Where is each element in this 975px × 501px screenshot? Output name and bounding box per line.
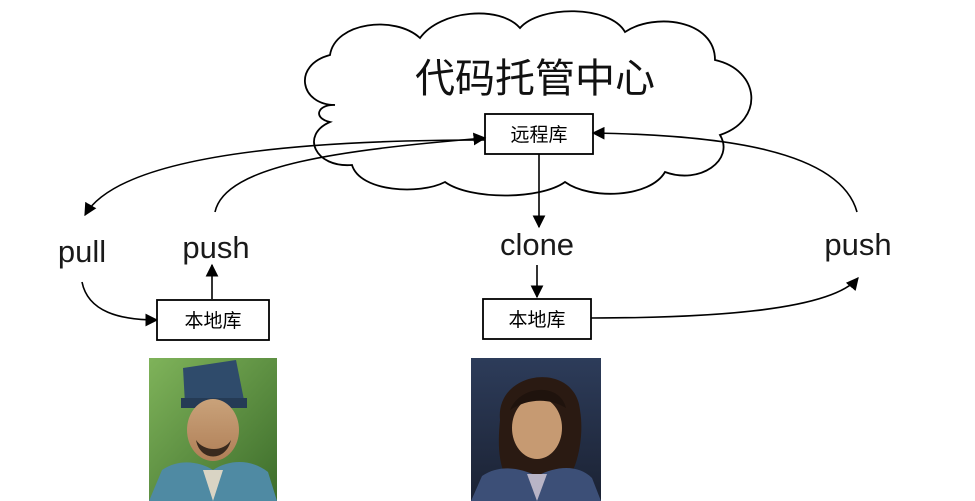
push-right-arrow (591, 126, 858, 213)
right-local-repo-label: 本地库 (508, 309, 565, 331)
person-left-image (149, 358, 277, 501)
local-to-push-right-arrow (590, 277, 859, 319)
person-right-image (471, 358, 601, 501)
remote-repo-node: 远程库 (484, 113, 594, 155)
right-local-repo-node: 本地库 (482, 298, 592, 340)
pull-arrow (84, 139, 486, 217)
push-left-arrow (214, 132, 487, 213)
left-local-repo-label: 本地库 (184, 310, 241, 332)
hosting-center-title: 代码托管中心 (415, 56, 655, 102)
push-left-label: push (182, 230, 249, 265)
left-local-repo-node: 本地库 (156, 299, 270, 341)
push-right-label: push (824, 227, 891, 262)
clone-label: clone (500, 227, 574, 262)
remote-repo-label: 远程库 (510, 124, 567, 146)
pull-label: pull (58, 234, 106, 269)
cloud-shape (304, 10, 753, 197)
pull-to-local-arrow (81, 281, 159, 327)
